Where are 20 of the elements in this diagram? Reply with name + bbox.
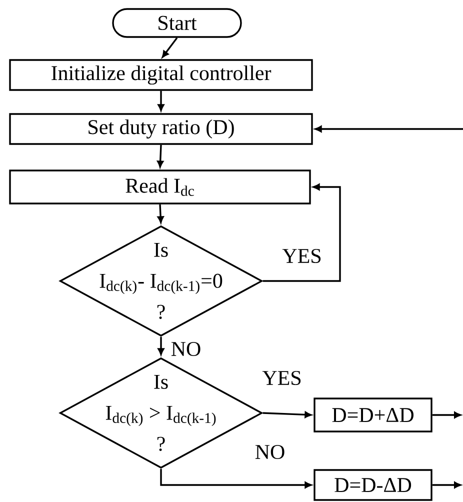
arrow bbox=[315, 126, 463, 132]
edge-label: YES bbox=[261, 370, 303, 386]
edge-label: NO bbox=[170, 340, 202, 358]
process-box: Read I$_{dc}$ bbox=[9, 170, 311, 204]
arrow bbox=[160, 468, 312, 488]
arrow bbox=[432, 412, 461, 418]
edge-label: YES bbox=[281, 248, 323, 264]
arrow bbox=[157, 204, 164, 223]
arrow bbox=[162, 37, 178, 58]
process-box: Set duty ratio (D) bbox=[9, 113, 313, 145]
process-box: Initialize digital controller bbox=[9, 59, 313, 91]
arrow bbox=[262, 411, 312, 418]
arrow bbox=[158, 90, 164, 111]
arrow bbox=[432, 482, 461, 488]
arrow bbox=[262, 184, 341, 282]
terminal-box: Start bbox=[112, 8, 242, 38]
arrow bbox=[158, 336, 164, 356]
process-box: D=D+ΔD bbox=[314, 398, 432, 432]
process-box: D=D-ΔD bbox=[314, 469, 432, 501]
arrow bbox=[157, 144, 164, 168]
